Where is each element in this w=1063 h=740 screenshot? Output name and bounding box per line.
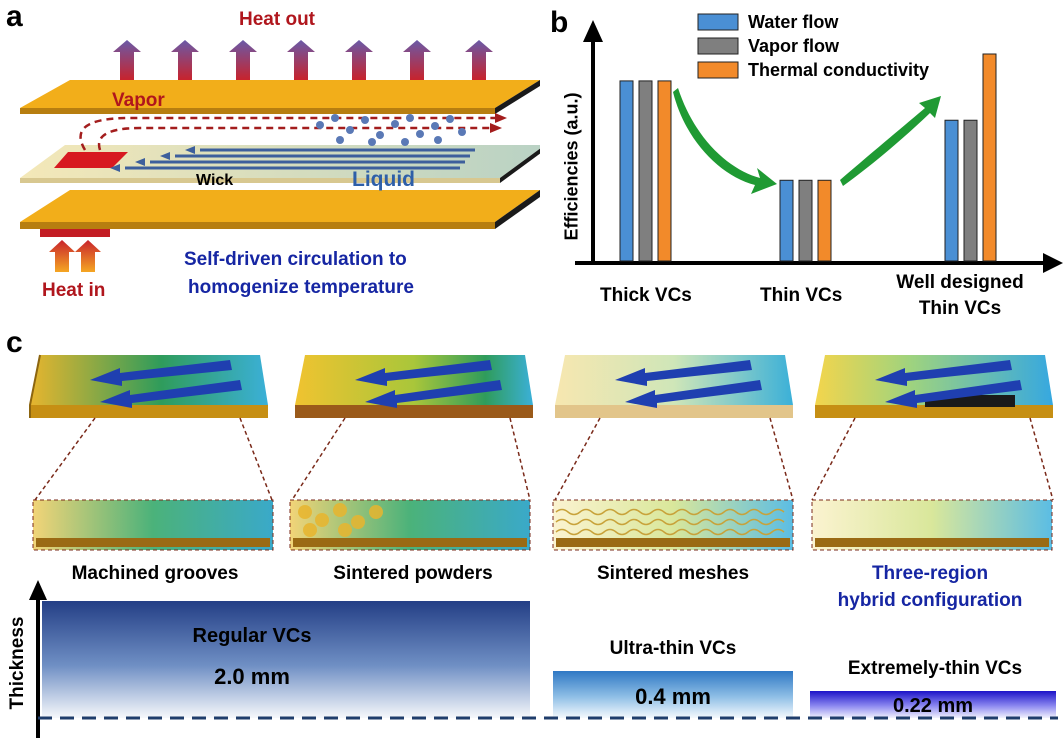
heat-out-label: Heat out: [239, 9, 315, 30]
x-tick-well-designed-line1: Well designed: [896, 272, 1024, 293]
circulation-caption-line1: Self-driven circulation to: [184, 249, 407, 270]
regular-vcs-label: Regular VCs: [192, 625, 312, 647]
legend-label-vapor-flow: Vapor flow: [748, 36, 840, 56]
extremely-thin-vcs-block: [810, 691, 1056, 718]
wick-structures-illustration: [29, 354, 1054, 551]
thickness-axis-label: Thickness: [7, 616, 28, 710]
baseline-dashed: [38, 716, 1058, 720]
bar-water-flow-2: [944, 119, 959, 262]
liquid-label: Liquid: [352, 168, 415, 191]
bar-vapor-flow-0: [638, 80, 653, 262]
bar-thermal-conductivity-2: [982, 53, 997, 262]
legend-swatch-vapor-flow: [697, 37, 739, 55]
bar-water-flow-0: [619, 80, 634, 262]
caption-machined-grooves: Machined grooves: [71, 563, 239, 584]
x-tick-thin-vcs: Thin VCs: [760, 285, 843, 306]
panel-a-letter: a: [6, 0, 23, 33]
heat-in-label: Heat in: [42, 280, 106, 301]
bar-vapor-flow-2: [963, 119, 978, 262]
ultra-thin-vcs-block: [553, 671, 793, 718]
caption-sintered-meshes: Sintered meshes: [596, 563, 750, 584]
bar-vapor-flow-1: [798, 179, 813, 262]
regular-vcs-block: [42, 601, 530, 718]
caption-hybrid-line2: hybrid configuration: [837, 590, 1023, 611]
vapor-chamber-diagram: [20, 40, 540, 272]
extremely-thin-vcs-label: Extremely-thin VCs: [847, 658, 1023, 679]
panel-c-letter: c: [6, 326, 23, 359]
legend-swatch-thermal-conductivity: [697, 61, 739, 79]
bar-thermal-conductivity-1: [817, 179, 832, 262]
wick-label: Wick: [196, 172, 234, 189]
thickness-axis: [29, 580, 47, 738]
bar-thermal-conductivity-0: [657, 80, 672, 262]
extremely-thin-vcs-value: 0.22 mm: [892, 695, 974, 717]
heat-out-arrows: [113, 40, 493, 80]
circulation-caption-line2: homogenize temperature: [188, 277, 414, 298]
ultra-thin-vcs-value: 0.4 mm: [635, 684, 711, 709]
legend-label-thermal-conductivity: Thermal conductivity: [748, 60, 929, 80]
vapor-label: Vapor: [112, 90, 165, 111]
x-tick-thick-vcs: Thick VCs: [600, 285, 692, 306]
regular-vcs-value: 2.0 mm: [214, 664, 290, 689]
caption-hybrid-line1: Three-region: [871, 563, 989, 584]
x-tick-well-designed-line2: Thin VCs: [918, 298, 1002, 319]
caption-sintered-powders: Sintered powders: [333, 563, 493, 584]
bar-water-flow-1: [779, 179, 794, 262]
ultra-thin-vcs-label: Ultra-thin VCs: [609, 638, 737, 659]
y-axis-label: Efficiencies (a.u.): [561, 92, 582, 241]
legend-label-water-flow: Water flow: [748, 12, 839, 32]
panel-b-letter: b: [550, 6, 569, 39]
legend-swatch-water-flow: [697, 13, 739, 31]
